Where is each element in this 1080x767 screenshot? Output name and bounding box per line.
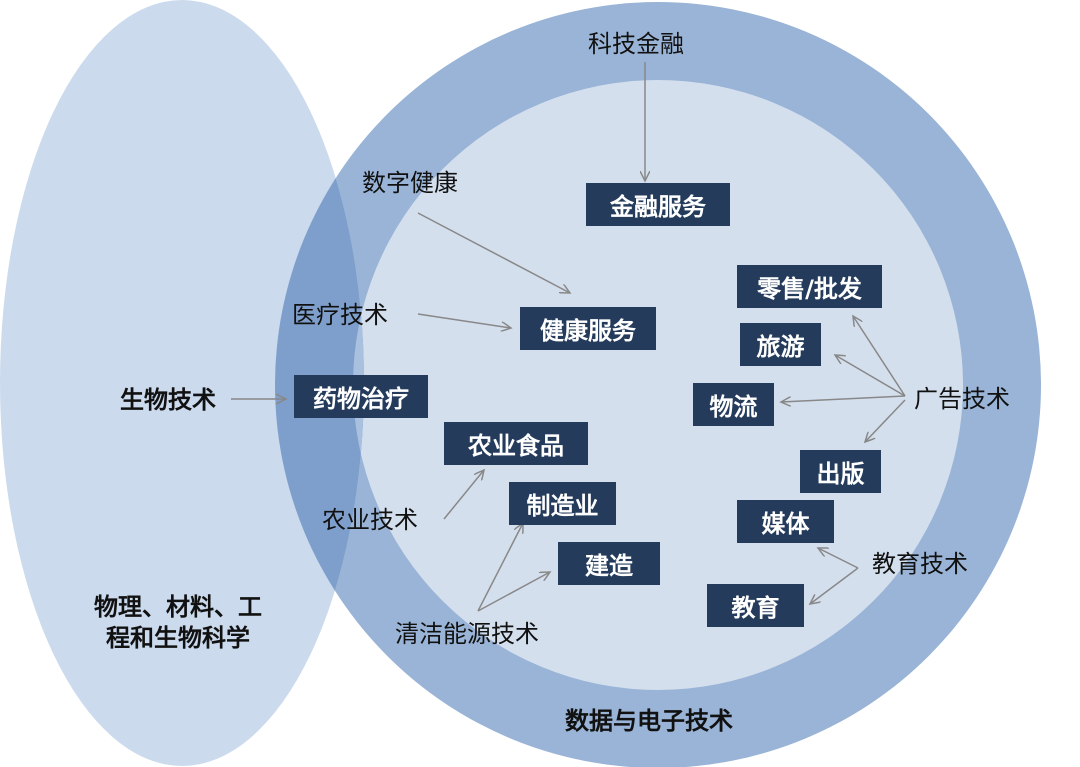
label-medtech: 医疗技术 xyxy=(292,301,388,329)
box-retail: 零售/批发 xyxy=(737,265,882,308)
box-financial-services: 金融服务 xyxy=(586,183,730,226)
arrow-edtech-media xyxy=(818,548,859,569)
arrow-adtech-logistics xyxy=(781,395,906,402)
label-edtech: 教育技术 xyxy=(872,550,968,578)
arrow-medtech-health xyxy=(417,313,511,328)
arrow-adtech-retail xyxy=(853,316,906,397)
arrow-cleantech-manufacturing xyxy=(477,523,523,612)
label-agritech: 农业技术 xyxy=(322,506,418,534)
label-right-region: 数据与电子技术 xyxy=(565,707,733,735)
box-logistics: 物流 xyxy=(693,383,774,426)
arrow-digitalhealth-health xyxy=(417,212,570,293)
box-agri-food: 农业食品 xyxy=(444,422,588,465)
label-left-region-line1: 物理、材料、工 xyxy=(94,593,262,621)
box-education: 教育 xyxy=(707,584,804,627)
arrow-agritech-agrifood xyxy=(443,470,484,520)
label-digital-health: 数字健康 xyxy=(362,169,458,197)
label-fintech: 科技金融 xyxy=(588,30,684,58)
arrow-adtech-tourism xyxy=(835,355,906,397)
box-health-services: 健康服务 xyxy=(520,307,656,350)
box-tourism: 旅游 xyxy=(740,323,821,366)
label-biotech: 生物技术 xyxy=(120,386,216,414)
label-left-region: 物理、材料、工 程和生物科学 xyxy=(76,592,280,654)
box-pharma: 药物治疗 xyxy=(294,375,428,418)
label-cleantech: 清洁能源技术 xyxy=(395,620,539,648)
left-ellipse xyxy=(0,0,364,766)
box-construction: 建造 xyxy=(558,542,660,585)
label-left-region-line2: 程和生物科学 xyxy=(106,624,250,653)
arrow-adtech-publishing xyxy=(865,399,906,442)
box-publishing: 出版 xyxy=(800,450,881,493)
label-adtech: 广告技术 xyxy=(914,385,1010,413)
arrow-cleantech-construction xyxy=(477,572,550,612)
arrow-edtech-education xyxy=(810,567,859,604)
box-manufacturing: 制造业 xyxy=(509,482,616,525)
box-media: 媒体 xyxy=(737,500,834,543)
